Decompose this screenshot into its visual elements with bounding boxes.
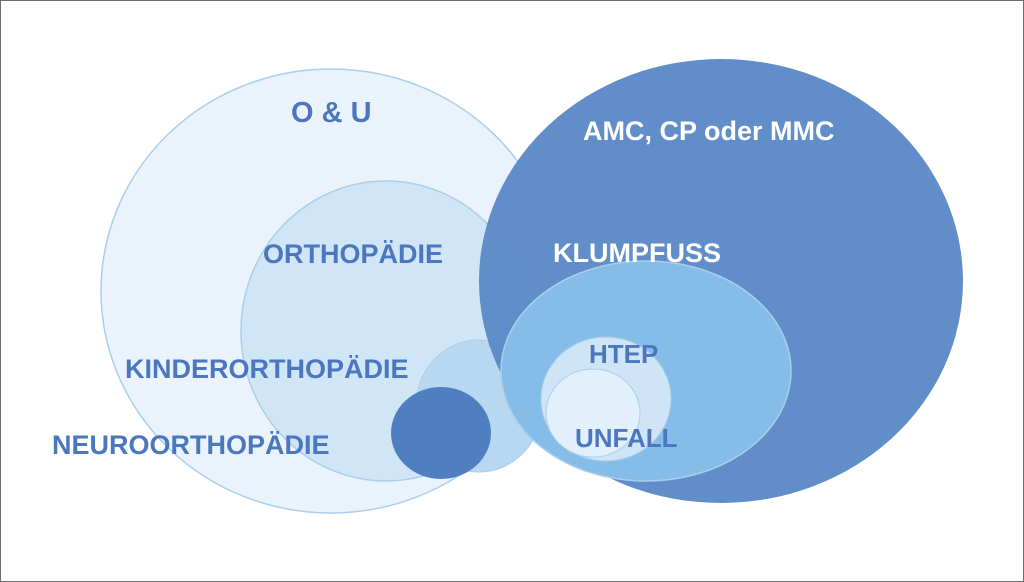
label-kinderorthopaedie: KINDERORTHOPÄDIE: [125, 354, 409, 384]
label-neuroorthopaedie: NEUROORTHOPÄDIE: [52, 430, 330, 460]
label-unfall: UNFALL: [575, 423, 678, 453]
label-o-und-u: O & U: [291, 97, 372, 129]
circle-neuroorthopaedie: [391, 387, 491, 479]
label-orthopaedie: ORTHOPÄDIE: [263, 239, 443, 269]
label-htep: HTEP: [589, 339, 658, 369]
label-klumpfuss: KLUMPFUSS: [553, 238, 721, 268]
circle-unfall: [545, 368, 641, 458]
label-amc-cp-mmc: AMC, CP oder MMC: [583, 116, 835, 146]
